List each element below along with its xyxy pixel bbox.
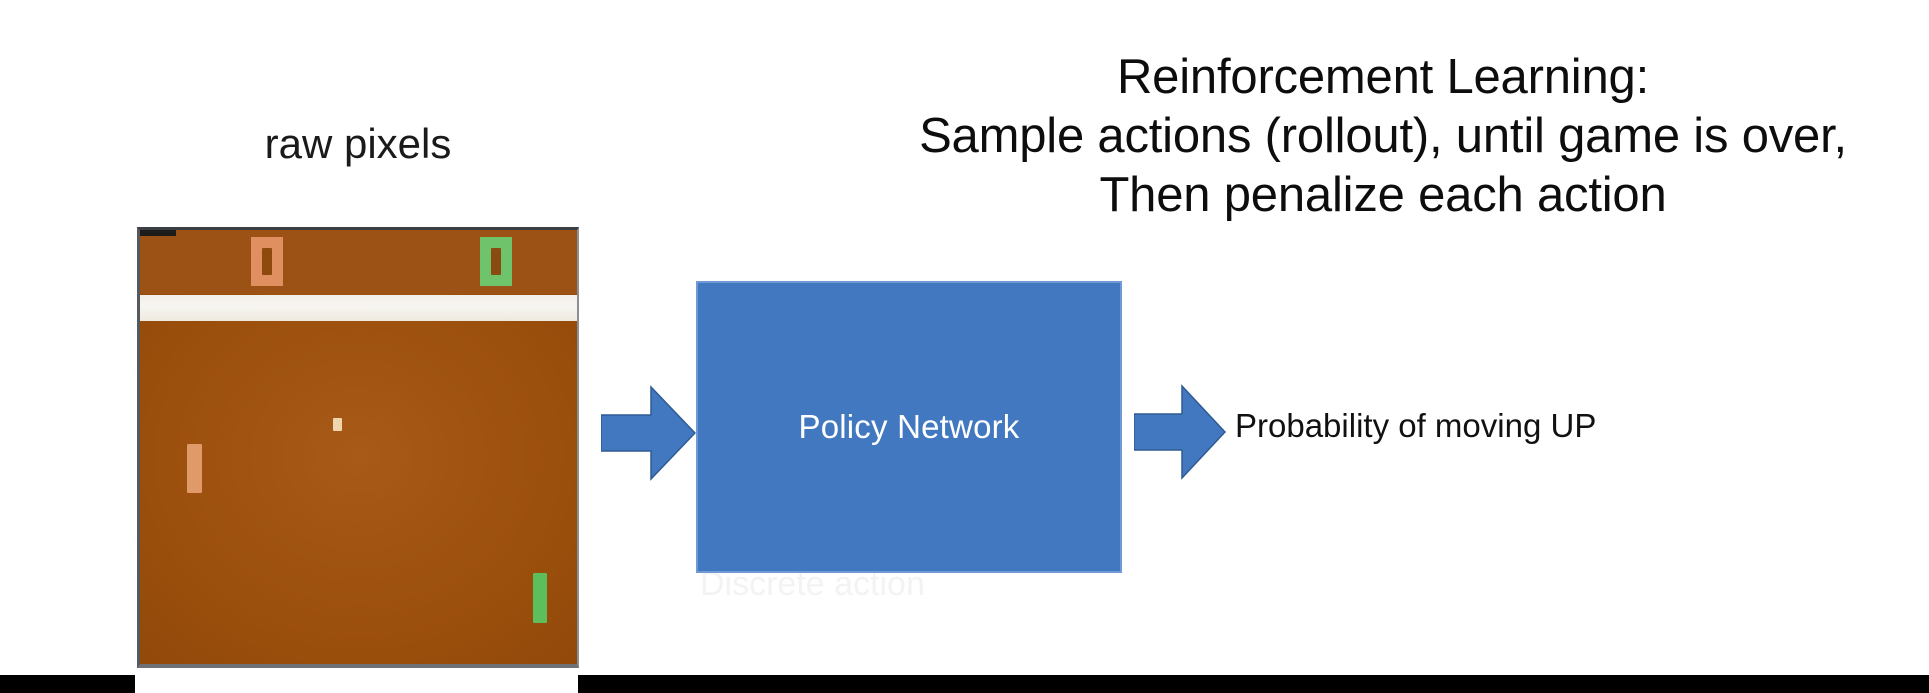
arrow-input — [601, 385, 696, 481]
paddle-left — [187, 444, 202, 493]
score-right — [480, 237, 512, 286]
heading-line-3: Then penalize each action — [1099, 168, 1667, 222]
score-left-glyph — [262, 248, 272, 275]
policy-network-box[interactable]: Policy Network — [696, 281, 1122, 573]
pong-divider-band — [140, 295, 577, 321]
heading-line-1: Reinforcement Learning: — [1117, 50, 1649, 104]
pong-corner-tick — [140, 230, 176, 236]
footer-bar-left — [0, 675, 135, 693]
heading-line-2: Sample actions (rollout), until game is … — [919, 109, 1847, 163]
pong-game-frame — [137, 227, 579, 668]
paddle-right — [533, 573, 547, 623]
score-right-glyph — [491, 248, 501, 275]
right-arrow-icon — [1134, 384, 1226, 480]
pong-ball — [333, 418, 342, 431]
right-arrow-icon — [601, 385, 696, 481]
score-left — [251, 237, 283, 286]
raw-pixels-caption: raw pixels — [264, 120, 452, 167]
arrow-output — [1134, 384, 1226, 480]
footer-bar-right — [578, 675, 1929, 693]
pong-playfield — [140, 230, 577, 664]
policy-network-label: Policy Network — [798, 408, 1020, 445]
output-label: Probability of moving UP — [1235, 407, 1597, 444]
page-title: Reinforcement Learning: Sample actions (… — [838, 48, 1928, 225]
